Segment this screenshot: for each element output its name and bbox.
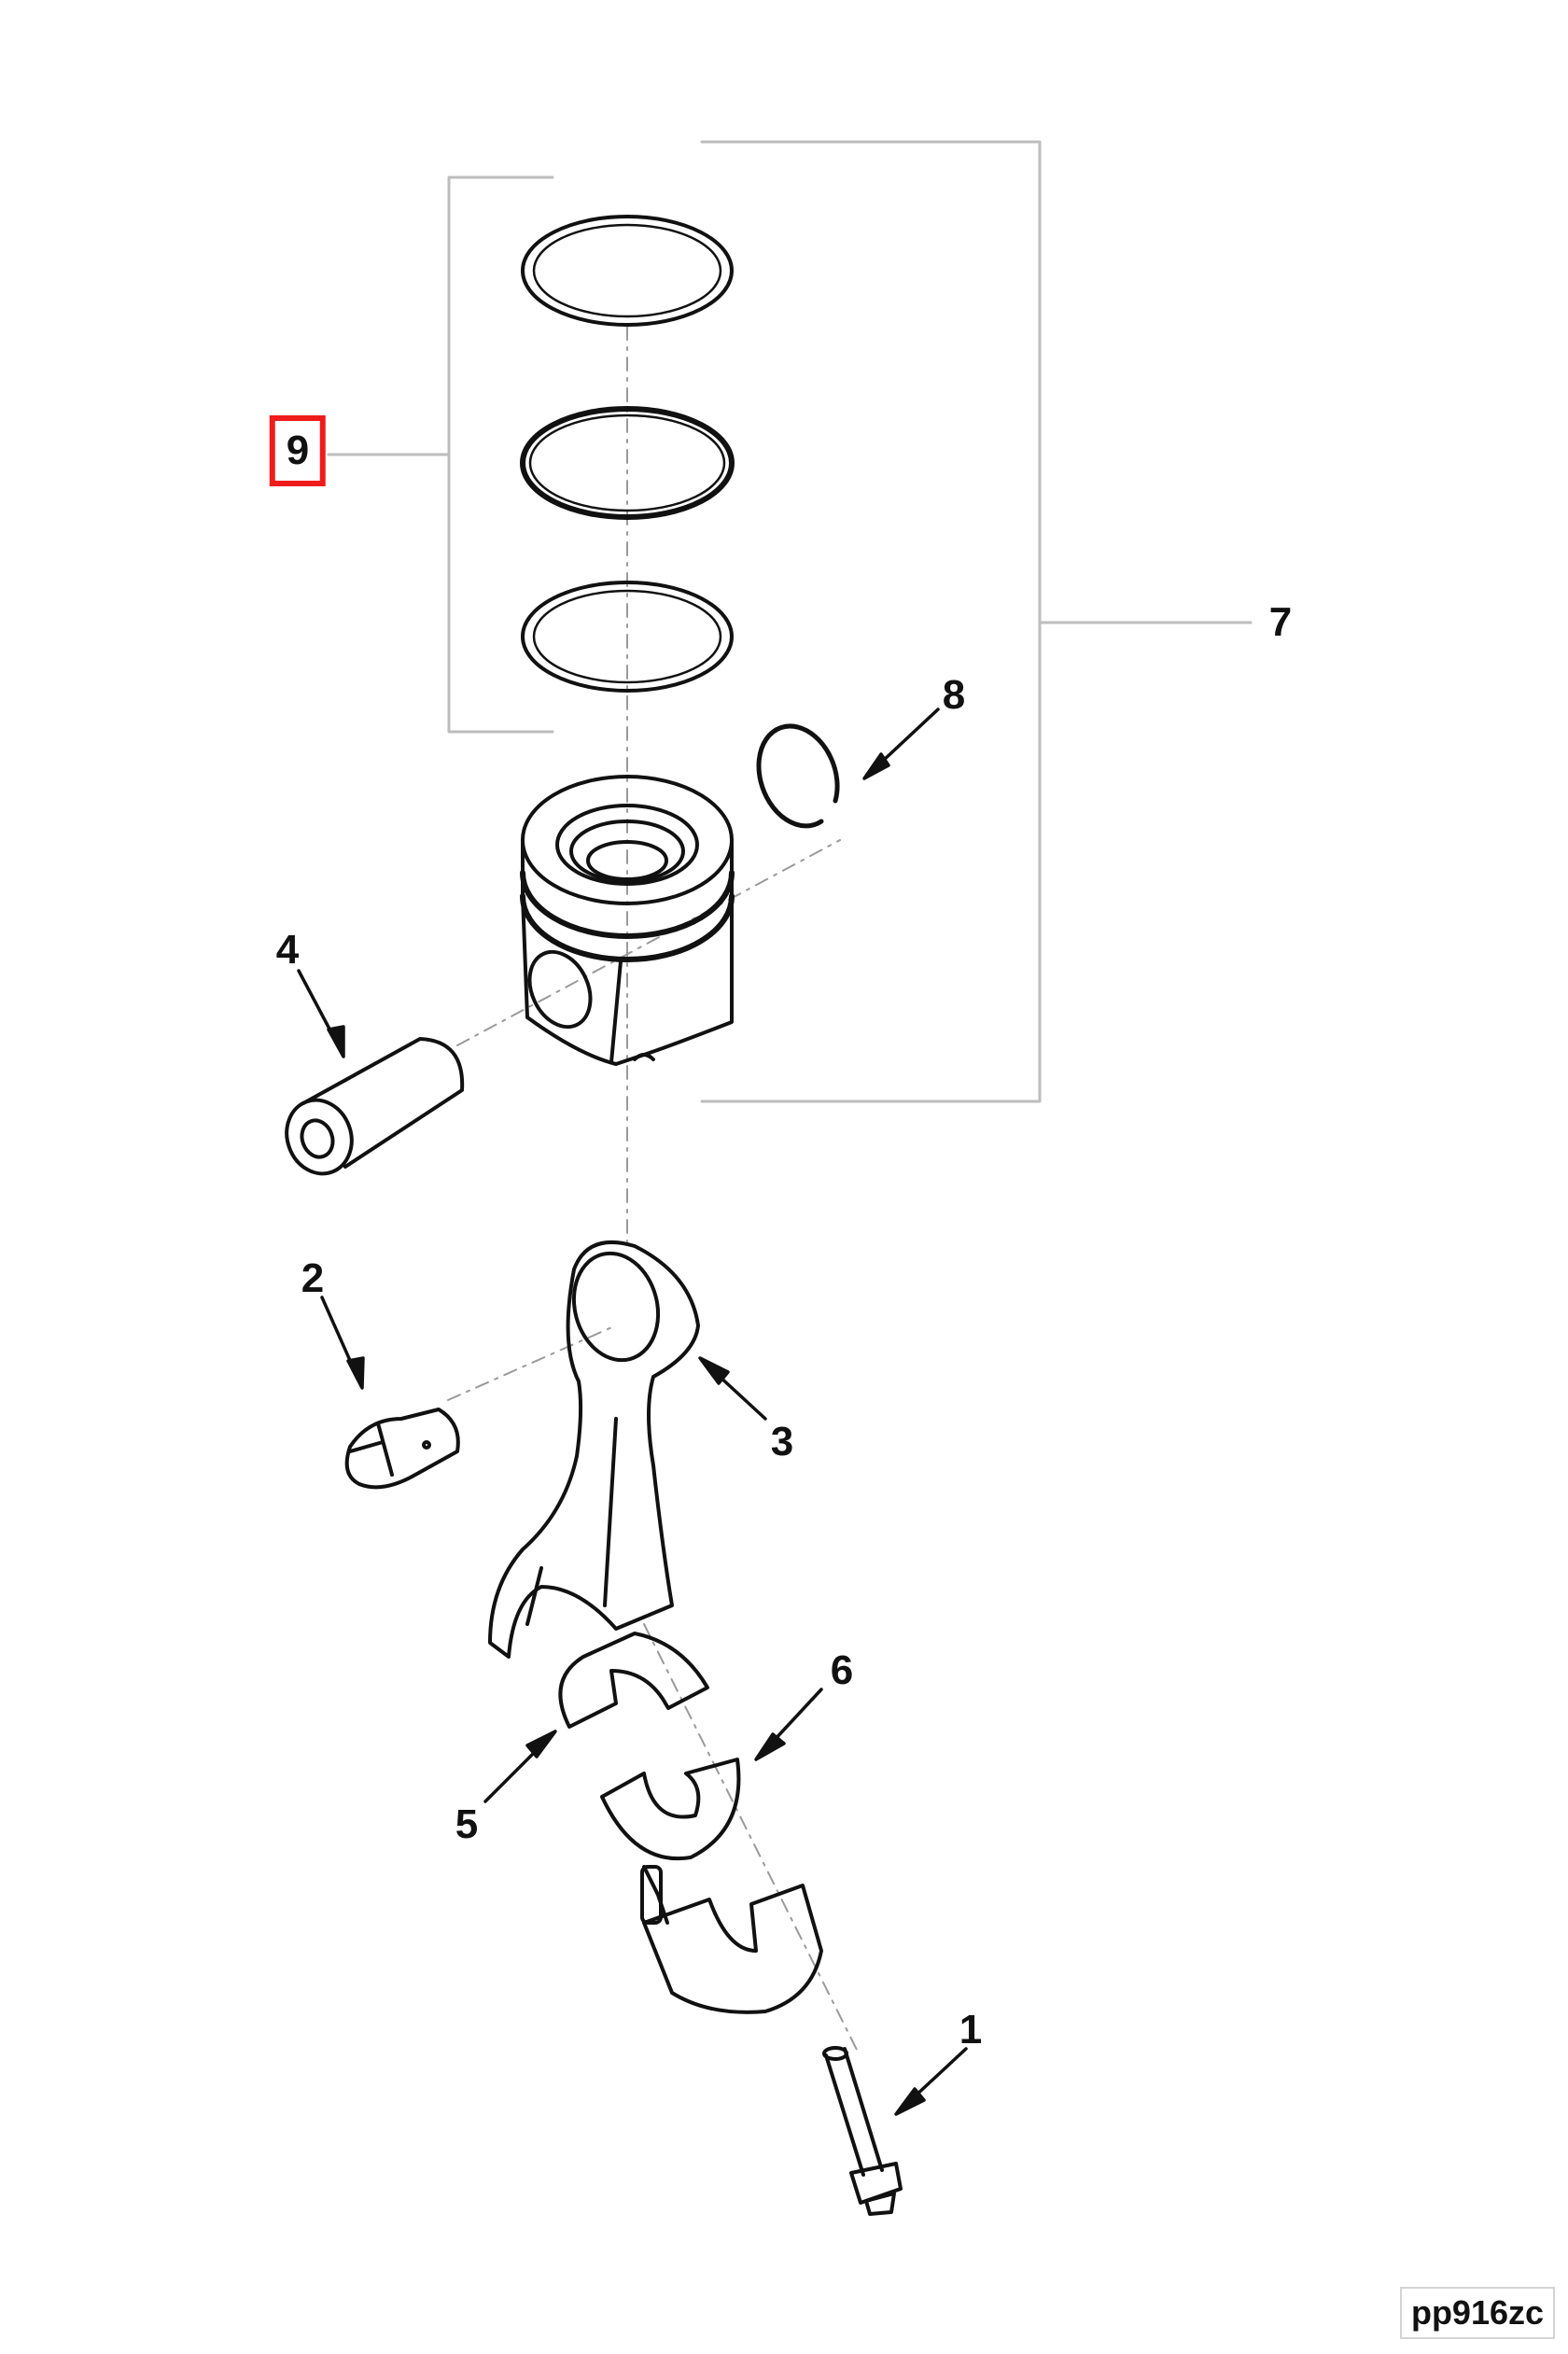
piston-ring-oil-icon xyxy=(521,581,734,693)
callout-3: 3 xyxy=(770,1419,794,1464)
callout-6: 6 xyxy=(830,1647,854,1693)
callout-9-highlighted[interactable]: 9 xyxy=(269,415,327,486)
bolt-icon xyxy=(822,2046,903,2216)
piston-icon xyxy=(520,775,735,1066)
piston-assembly-bracket xyxy=(700,140,1253,1103)
leader-arrows xyxy=(297,708,968,2116)
bushing-icon xyxy=(344,1408,460,1490)
snap-ring-icon xyxy=(756,723,840,829)
connecting-rod-icon xyxy=(488,1240,700,1659)
ring-set-bracket xyxy=(327,175,554,734)
piston-ring-top-icon xyxy=(521,215,734,327)
callout-1: 1 xyxy=(959,2007,983,2053)
callout-7: 7 xyxy=(1268,599,1293,645)
callout-2: 2 xyxy=(301,1255,325,1301)
rod-cap-icon xyxy=(640,1865,823,2014)
callout-5: 5 xyxy=(455,1801,479,1847)
callout-4: 4 xyxy=(275,927,300,973)
piston-pin-icon xyxy=(285,1037,465,1176)
lower-bearing-shell-icon xyxy=(600,1758,741,1861)
assembly-centerline xyxy=(447,326,860,2054)
callout-8: 8 xyxy=(942,672,966,718)
upper-bearing-shell-icon xyxy=(558,1632,709,1729)
figure-id-label: pp916zc xyxy=(1400,2287,1555,2339)
piston-ring-middle-icon xyxy=(520,406,735,520)
